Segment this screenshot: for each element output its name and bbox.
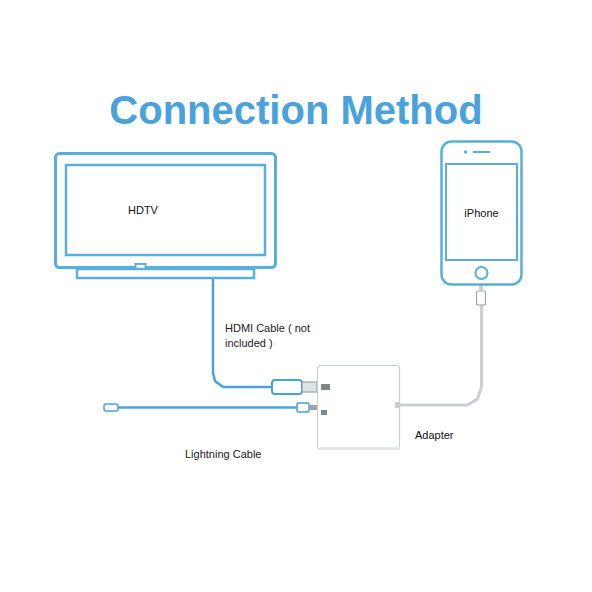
cable-label: HDMI Cable ( not included ) xyxy=(223,320,322,352)
cable-label: Lightning Cable xyxy=(183,447,263,461)
node-label: Adapter xyxy=(415,429,454,441)
hdmi-plug xyxy=(272,380,317,394)
adapter-box: Adapter xyxy=(317,365,400,450)
tv-outline xyxy=(54,152,277,280)
iphone: iPhone xyxy=(440,140,523,286)
title: Connection Method xyxy=(0,88,592,133)
lightning-plug xyxy=(477,284,486,305)
adapter-outline xyxy=(317,365,400,450)
node-label: iPhone xyxy=(464,207,498,219)
node-label: HDTV xyxy=(128,204,158,216)
lightning-cable xyxy=(104,403,317,412)
hdtv-monitor: HDTV xyxy=(54,152,277,280)
cable xyxy=(400,305,482,405)
